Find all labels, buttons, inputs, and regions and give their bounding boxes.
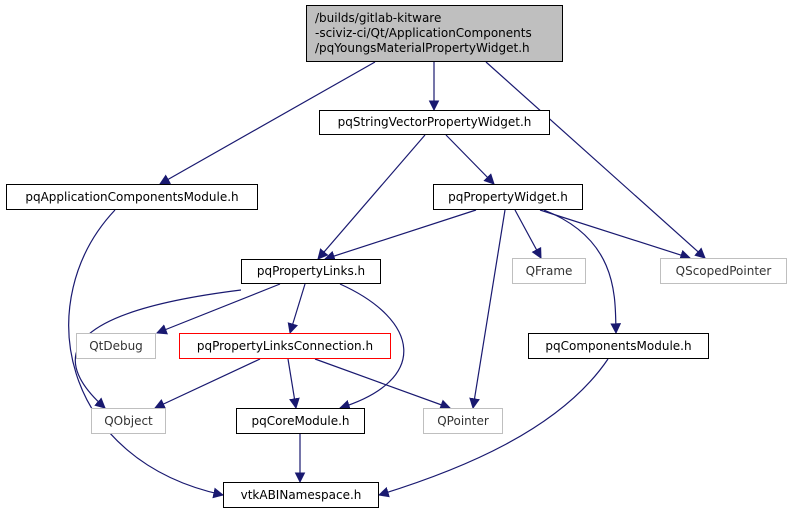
edge-pl-to-qtdebug bbox=[155, 283, 281, 335]
node-property-links[interactable]: pqPropertyLinks.h bbox=[241, 259, 381, 284]
node-application-components-module[interactable]: pqApplicationComponentsModule.h bbox=[6, 184, 258, 210]
edge-root-to-qsp bbox=[485, 61, 706, 259]
node-qscopedpointer[interactable]: QScopedPointer bbox=[660, 258, 787, 284]
node-vtk-abi-namespace[interactable]: vtkABINamespace.h bbox=[223, 482, 379, 508]
node-property-widget[interactable]: pqPropertyWidget.h bbox=[433, 184, 583, 210]
node-root[interactable]: /builds/gitlab-kitware -sciviz-ci/Qt/App… bbox=[306, 5, 563, 62]
node-root-line-2: -sciviz-ci/Qt/ApplicationComponents bbox=[315, 26, 532, 40]
edge-pw-to-pl bbox=[323, 209, 477, 262]
edge-acm-to-vtkabi bbox=[68, 209, 225, 499]
edge-plc-to-qobject bbox=[154, 358, 261, 409]
node-components-module[interactable]: pqComponentsModule.h bbox=[528, 333, 709, 359]
edge-pw-to-cm bbox=[543, 209, 622, 335]
edge-pl-to-plc bbox=[287, 283, 306, 335]
edge-root-to-acm bbox=[159, 61, 376, 185]
edge-svpw-to-pw bbox=[445, 134, 495, 185]
edge-pl-to-core bbox=[338, 283, 405, 411]
edge-pw-to-qsp bbox=[539, 209, 692, 261]
node-core-module[interactable]: pqCoreModule.h bbox=[236, 408, 365, 434]
node-root-line-3: /pqYoungsMaterialPropertyWidget.h bbox=[315, 41, 530, 55]
edge-svpw-to-pl bbox=[317, 134, 426, 260]
node-root-line-1: /builds/gitlab-kitware bbox=[315, 11, 442, 25]
edge-pw-to-qframe bbox=[514, 209, 542, 259]
edge-cm-to-vtkabi bbox=[377, 358, 609, 498]
edge-plc-to-core bbox=[287, 358, 300, 410]
edge-plc-to-qpointer bbox=[314, 358, 452, 410]
node-qframe[interactable]: QFrame bbox=[512, 258, 586, 284]
node-qpointer[interactable]: QPointer bbox=[423, 408, 503, 434]
edge-pw-to-qpointer bbox=[469, 209, 506, 410]
node-qobject[interactable]: QObject bbox=[91, 408, 166, 434]
node-string-vector-property-widget[interactable]: pqStringVectorPropertyWidget.h bbox=[319, 110, 550, 135]
node-property-links-connection[interactable]: pqPropertyLinksConnection.h bbox=[179, 333, 391, 359]
node-qtdebug[interactable]: QtDebug bbox=[76, 333, 156, 359]
